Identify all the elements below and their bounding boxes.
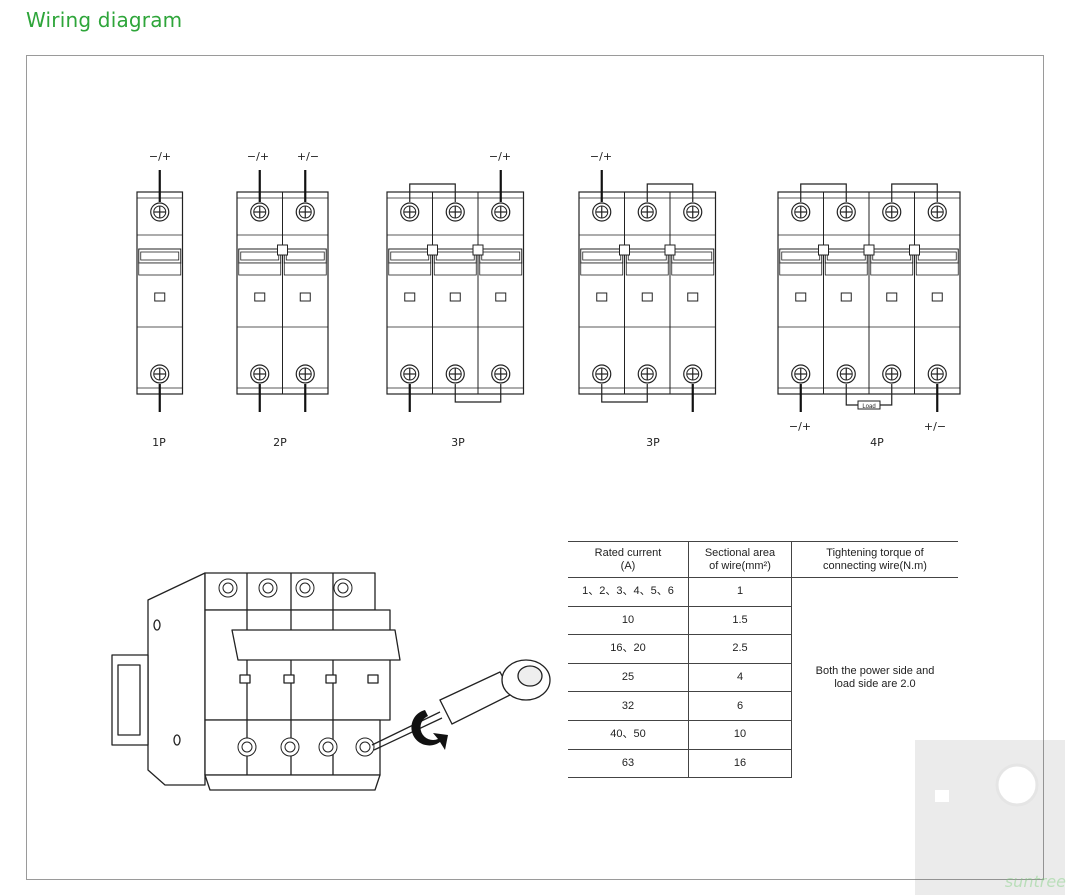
header-rated-current: Rated current(A) — [568, 541, 689, 578]
screwdriver-icon — [371, 659, 551, 751]
breaker-3p-a: −/+ 3P — [386, 150, 525, 449]
breaker-3p-b: −/+ 3P — [578, 150, 717, 449]
rated-current-cell: 40、50 — [568, 720, 689, 750]
rated-current-cell: 1、2、3、4、5、6 — [568, 577, 689, 607]
breaker-4p: Load −/+ +/− 4P — [777, 183, 961, 449]
sectional-area-cell: 1.5 — [688, 606, 792, 636]
diagram-frame — [26, 55, 1044, 880]
sectional-area-cell: 4 — [688, 663, 792, 693]
breaker-illustration — [111, 572, 401, 791]
sectional-area-cell: 2.5 — [688, 634, 792, 664]
polarity-label: −/+ — [149, 150, 171, 163]
polarity-label: −/+ — [247, 150, 269, 163]
sectional-area-cell: 1 — [688, 577, 792, 607]
torque-note-line: Both the power side and — [815, 664, 935, 677]
breaker-2p: −/+ +/− 2P — [236, 150, 329, 449]
breaker-1p: −/+ 1P — [136, 150, 184, 449]
rated-current-cell: 16、20 — [568, 634, 689, 664]
rotate-arrow-icon — [411, 710, 448, 750]
sectional-area-cell: 6 — [688, 691, 792, 721]
polarity-label: −/+ — [489, 150, 511, 163]
sectional-area-cell: 10 — [688, 720, 792, 750]
polarity-label: −/+ — [789, 420, 811, 433]
rated-current-cell: 10 — [568, 606, 689, 636]
polarity-label: +/− — [297, 150, 319, 163]
polarity-label: −/+ — [590, 150, 612, 163]
page-title: Wiring diagram — [26, 8, 183, 32]
rated-current-cell: 63 — [568, 749, 689, 779]
pole-count-label: 3P — [646, 436, 660, 449]
brand-watermark: suntree — [1004, 872, 1066, 891]
pole-count-label: 2P — [273, 436, 287, 449]
load-label: Load — [862, 404, 875, 410]
polarity-label: +/− — [924, 420, 946, 433]
pole-count-label: 3P — [451, 436, 465, 449]
pole-count-label: 1P — [152, 436, 166, 449]
sectional-area-cell: 16 — [688, 749, 792, 779]
rated-current-cell: 32 — [568, 691, 689, 721]
product-watermark — [915, 740, 1065, 895]
rated-current-cell: 25 — [568, 663, 689, 693]
torque-note-line: load side are 2.0 — [834, 677, 916, 690]
pole-count-label: 4P — [870, 436, 884, 449]
